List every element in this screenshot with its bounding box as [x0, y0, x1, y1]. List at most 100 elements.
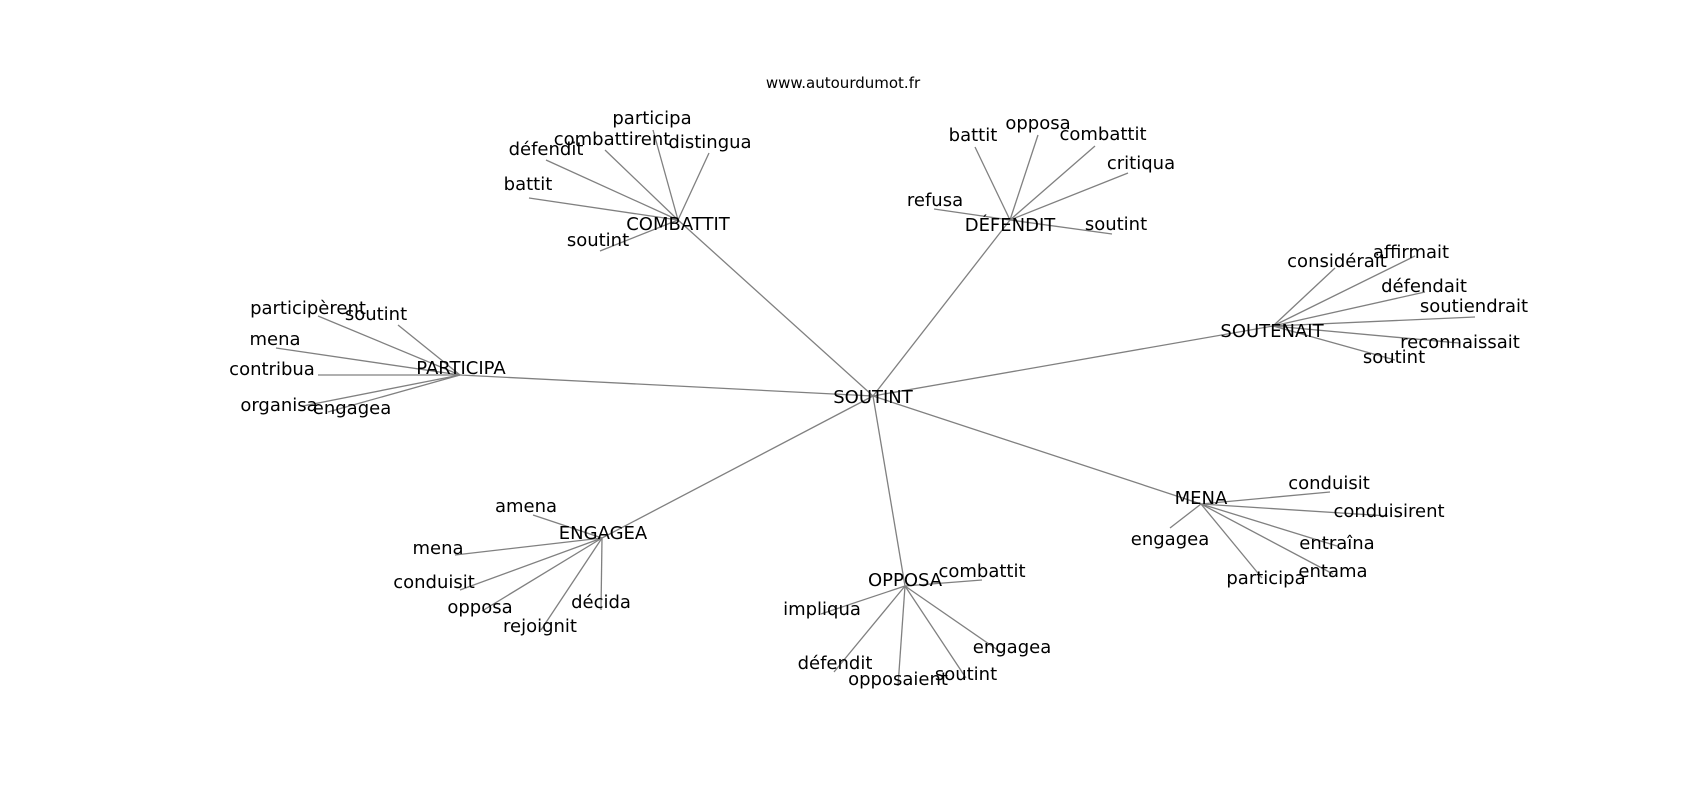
edge-mena-3 — [1200, 503, 1338, 547]
neighbor-word-label[interactable]: impliqua — [783, 599, 861, 620]
neighbor-word-label[interactable]: combattit — [938, 561, 1025, 582]
edge-participa-4 — [302, 374, 461, 407]
edge-engagea-3 — [481, 537, 603, 612]
edge-center-combattit — [677, 219, 874, 397]
neighbor-word-label[interactable]: affirmait — [1373, 242, 1449, 263]
edge-opposa-5 — [897, 585, 906, 687]
neighbor-word-label[interactable]: refusa — [907, 190, 963, 211]
edge-participa-2 — [275, 347, 461, 376]
edge-engagea-5 — [540, 537, 603, 631]
neighbor-word-label[interactable]: soutiendrait — [1420, 296, 1528, 317]
neighbor-word-label[interactable]: amena — [495, 496, 557, 517]
edge-défendit-1 — [1009, 134, 1039, 221]
neighbor-word-label[interactable]: soutint — [1085, 214, 1147, 235]
center-word-label[interactable]: SOUTINT — [833, 387, 914, 408]
neighbor-word-label[interactable]: soutint — [345, 304, 407, 325]
neighbor-word-label[interactable]: conduisit — [1288, 473, 1370, 494]
edge-engagea-4 — [600, 537, 603, 611]
edge-défendit-4 — [933, 208, 1011, 221]
edge-center-mena — [872, 395, 1202, 505]
edge-soutenait-2 — [1272, 291, 1426, 327]
edge-center-opposa — [872, 395, 906, 587]
edge-soutenait-0 — [1272, 267, 1336, 327]
neighbor-word-label[interactable]: battit — [949, 125, 998, 146]
cluster-word-label[interactable]: OPPOSA — [868, 570, 943, 591]
edge-défendit-3 — [1009, 172, 1129, 221]
edge-participa-5 — [327, 374, 461, 413]
edge-défendit-5 — [1009, 219, 1113, 235]
neighbor-word-label[interactable]: organisa — [240, 395, 317, 416]
neighbor-word-label[interactable]: opposa — [1005, 113, 1070, 134]
edge-combattit-3 — [545, 159, 679, 221]
neighbor-word-label[interactable]: rejoignit — [503, 616, 577, 637]
neighbor-word-label[interactable]: engagea — [313, 398, 391, 419]
neighbor-word-label[interactable]: défendait — [1381, 276, 1467, 297]
neighbor-word-label[interactable]: participa — [1226, 568, 1305, 589]
neighbor-word-label[interactable]: entama — [1298, 561, 1367, 582]
edge-mena-0 — [1200, 491, 1331, 505]
edge-soutenait-5 — [1272, 325, 1396, 361]
neighbor-word-label[interactable]: soutint — [1363, 347, 1425, 368]
neighbor-word-label[interactable]: reconnaissait — [1400, 332, 1520, 353]
cluster-word-label[interactable]: PARTICIPA — [416, 358, 506, 379]
edge-soutenait-4 — [1272, 325, 1460, 344]
edge-participa-1 — [397, 324, 461, 376]
edge-participa-0 — [317, 315, 461, 376]
edge-soutenait-3 — [1272, 316, 1476, 327]
neighbor-word-label[interactable]: contribua — [229, 359, 315, 380]
neighbor-word-label[interactable]: participèrent — [250, 298, 366, 319]
edge-opposa-1 — [820, 585, 906, 615]
cluster-word-label[interactable]: SOUTENAIT — [1220, 321, 1324, 342]
edge-combattit-2 — [677, 152, 710, 221]
neighbor-word-label[interactable]: défendit — [509, 139, 584, 160]
graph-labels: SOUTINTCOMBATTITparticipacombattirentdis… — [229, 108, 1528, 690]
neighbor-word-label[interactable]: opposa — [447, 597, 512, 618]
edge-combattit-0 — [652, 129, 679, 221]
cluster-word-label[interactable]: DÉFENDIT — [965, 214, 1057, 236]
edge-défendit-0 — [974, 146, 1011, 221]
edge-engagea-2 — [459, 537, 603, 591]
neighbor-word-label[interactable]: considérait — [1287, 251, 1387, 272]
edge-opposa-4 — [904, 585, 967, 679]
neighbor-word-label[interactable]: critiqua — [1107, 153, 1175, 174]
edge-mena-1 — [1200, 503, 1389, 517]
edge-opposa-0 — [904, 579, 983, 587]
neighbor-word-label[interactable]: décida — [571, 592, 631, 613]
edge-combattit-5 — [599, 219, 679, 252]
graph-edges — [275, 129, 1476, 687]
neighbor-word-label[interactable]: mena — [412, 538, 463, 559]
edge-center-défendit — [872, 219, 1011, 397]
edge-engagea-1 — [454, 537, 603, 556]
edge-mena-2 — [1169, 503, 1202, 529]
neighbor-word-label[interactable]: combattit — [1059, 124, 1146, 145]
edge-soutenait-1 — [1272, 255, 1416, 327]
neighbor-word-label[interactable]: distingua — [668, 132, 751, 153]
neighbor-word-label[interactable]: défendit — [798, 653, 873, 674]
edge-center-engagea — [601, 395, 874, 539]
edge-opposa-3 — [833, 585, 906, 673]
edge-center-soutenait — [872, 325, 1274, 397]
edge-mena-4 — [1200, 503, 1334, 575]
neighbor-word-label[interactable]: opposaient — [848, 669, 948, 690]
neighbor-word-label[interactable]: battit — [504, 174, 553, 195]
edge-engagea-0 — [532, 514, 603, 539]
edge-mena-5 — [1200, 503, 1263, 579]
edge-opposa-2 — [904, 585, 1003, 654]
neighbor-word-label[interactable]: conduisirent — [1333, 501, 1444, 522]
neighbor-word-label[interactable]: entraîna — [1299, 533, 1374, 554]
edge-défendit-2 — [1009, 145, 1096, 221]
neighbor-word-label[interactable]: conduisit — [393, 572, 475, 593]
neighbor-word-label[interactable]: engagea — [1131, 529, 1209, 550]
cluster-word-label[interactable]: MENA — [1175, 488, 1228, 509]
neighbor-word-label[interactable]: mena — [249, 329, 300, 350]
neighbor-word-label[interactable]: soutint — [935, 664, 997, 685]
neighbor-word-label[interactable]: soutint — [567, 230, 629, 251]
neighbor-word-label[interactable]: engagea — [973, 637, 1051, 658]
edge-center-participa — [459, 374, 874, 397]
cluster-word-label[interactable]: ENGAGEA — [559, 523, 648, 544]
neighbor-word-label[interactable]: combattirent — [554, 129, 671, 150]
cluster-word-label[interactable]: COMBATTIT — [626, 214, 731, 235]
neighbor-word-label[interactable]: participa — [612, 108, 691, 129]
edge-combattit-1 — [604, 149, 679, 221]
